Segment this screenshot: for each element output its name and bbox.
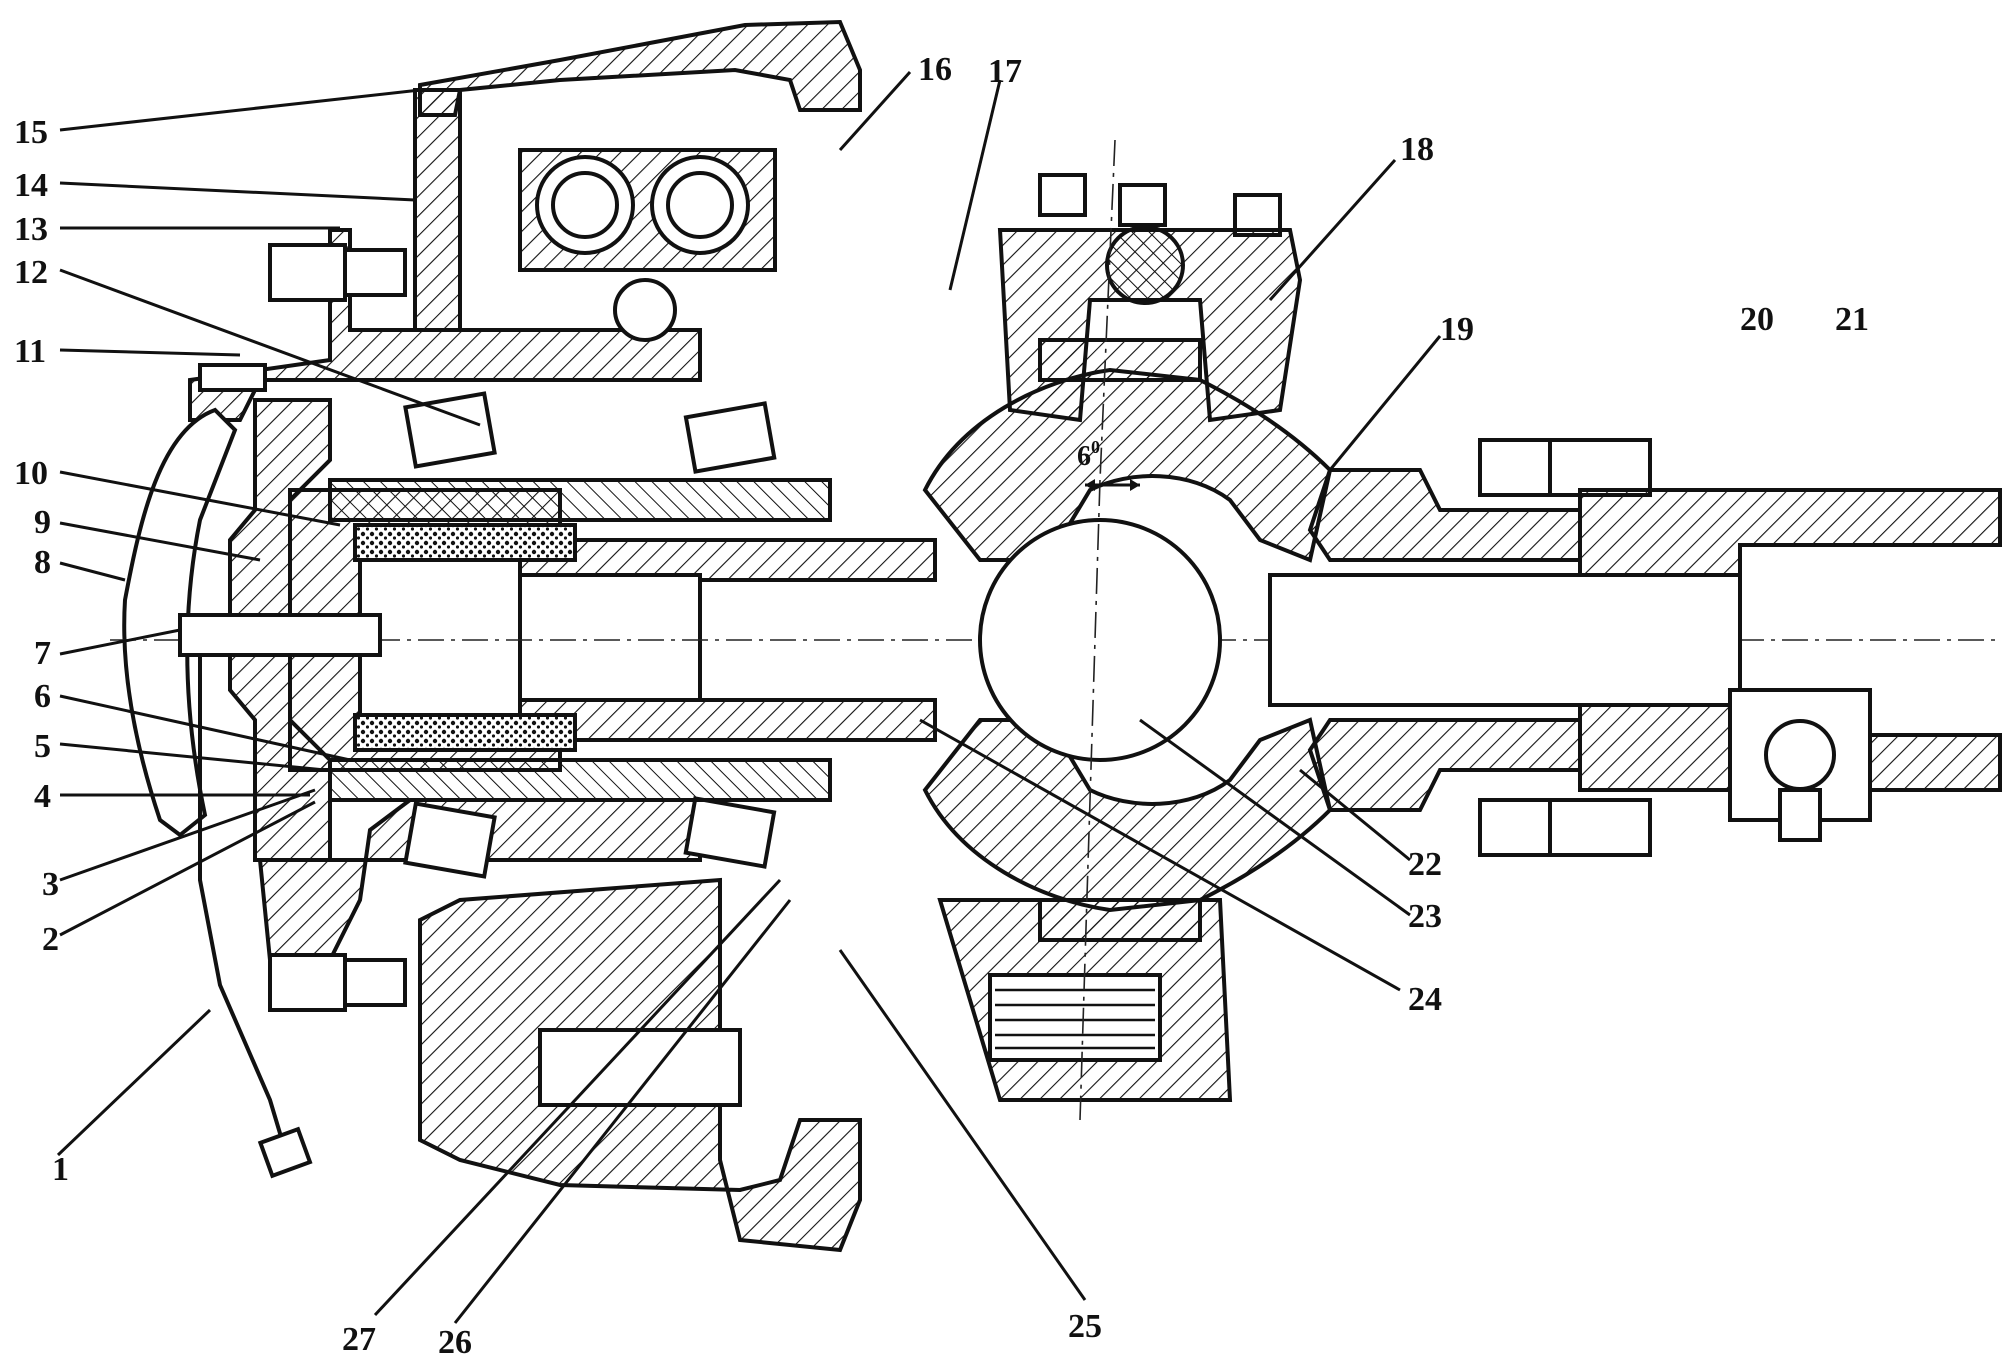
callout-8: 8 — [34, 544, 51, 581]
upper-housing — [418, 19, 862, 117]
callout-22: 22 — [1408, 846, 1442, 883]
callout-10: 10 — [14, 455, 48, 492]
callout-19: 19 — [1440, 311, 1474, 348]
callout-3: 3 — [42, 866, 59, 903]
callout-18: 18 — [1400, 131, 1434, 168]
oil-line — [198, 655, 287, 1151]
callout-26: 26 — [438, 1324, 472, 1359]
callout-14: 14 — [14, 167, 48, 204]
callout-20: 20 — [1740, 301, 1774, 338]
output-flange — [1307, 468, 1582, 562]
callout-21: 21 — [1835, 301, 1869, 338]
callout-15: 15 — [14, 114, 48, 151]
callout-1: 1 — [52, 1151, 69, 1188]
callout-11: 11 — [14, 333, 46, 370]
callout-9: 9 — [34, 504, 51, 541]
callout-27: 27 — [342, 1321, 376, 1358]
callout-5: 5 — [34, 728, 51, 765]
callout-labels: 1 2 3 4 5 6 7 8 9 10 11 12 13 14 15 16 1… — [14, 51, 1869, 1359]
callout-17: 17 — [988, 53, 1022, 90]
bearing-block — [518, 148, 777, 342]
output-shaft — [1268, 573, 1742, 707]
callout-12: 12 — [14, 254, 48, 291]
center-ball — [978, 518, 1222, 762]
callout-13: 13 — [14, 211, 48, 248]
callout-24: 24 — [1408, 981, 1442, 1018]
callout-6: 6 — [34, 678, 51, 715]
callout-16: 16 — [918, 51, 952, 88]
leader-lines — [56, 70, 1442, 1324]
angle-label: 60 — [1077, 437, 1100, 472]
mechanism-artwork — [110, 19, 2002, 1253]
callout-25: 25 — [1068, 1308, 1102, 1345]
angle-indicator: 60 — [1077, 437, 1140, 491]
callout-2: 2 — [42, 921, 59, 958]
needle-bearing-upper — [353, 523, 577, 562]
needle-bearing-lower — [353, 713, 577, 752]
roller-bearings — [403, 391, 777, 879]
callout-7: 7 — [34, 635, 51, 672]
callout-4: 4 — [34, 778, 51, 815]
bolts — [178, 173, 1652, 1107]
callout-23: 23 — [1408, 898, 1442, 935]
upper-trunnion-cap — [997, 228, 1303, 423]
